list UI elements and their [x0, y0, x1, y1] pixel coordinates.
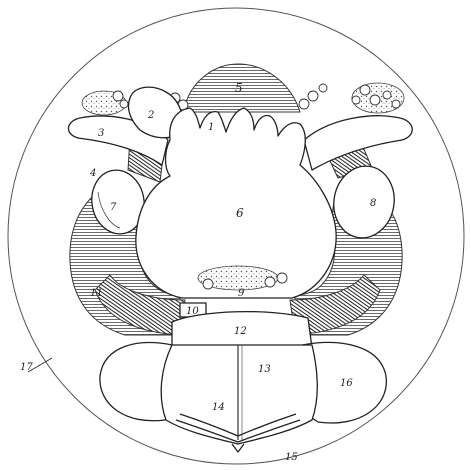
label-11: 11: [90, 288, 103, 299]
label-4: 4: [89, 168, 96, 179]
label-17: 17: [20, 362, 33, 373]
label-8: 8: [370, 198, 376, 209]
label-12: 12: [234, 326, 247, 337]
label-2: 2: [147, 110, 154, 121]
label-9: 9: [238, 288, 245, 299]
label-10: 10: [186, 306, 199, 317]
label-1: 1: [208, 122, 214, 133]
tail-15: [232, 444, 244, 452]
label-5: 5: [235, 81, 243, 95]
label-16: 16: [340, 378, 353, 389]
label-7: 7: [110, 202, 117, 213]
bead-cluster-right: [299, 83, 404, 113]
label-3: 3: [98, 128, 104, 139]
central-plate: [161, 345, 317, 444]
label-6: 6: [236, 206, 244, 220]
label-13: 13: [258, 364, 271, 375]
label-15: 15: [285, 452, 298, 463]
label-14: 14: [212, 402, 225, 413]
